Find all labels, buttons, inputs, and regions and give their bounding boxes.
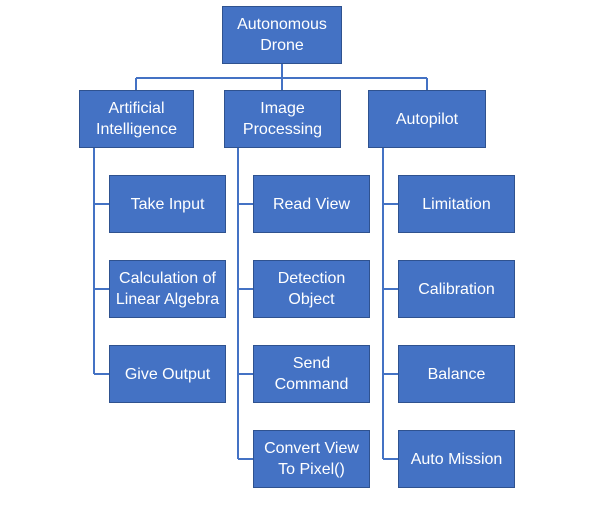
- branch-image-processing: Image Processing: [224, 90, 341, 148]
- node-take-input: Take Input: [109, 175, 226, 233]
- branch-autopilot: Autopilot: [368, 90, 486, 148]
- node-limitation: Limitation: [398, 175, 515, 233]
- node-convert-view-to-pixel: Convert View To Pixel(): [253, 430, 370, 488]
- node-give-output: Give Output: [109, 345, 226, 403]
- node-calculation-linear-algebra: Calculation of Linear Algebra: [109, 260, 226, 318]
- node-balance: Balance: [398, 345, 515, 403]
- node-read-view: Read View: [253, 175, 370, 233]
- root-node: Autonomous Drone: [222, 6, 342, 64]
- node-send-command: Send Command: [253, 345, 370, 403]
- node-auto-mission: Auto Mission: [398, 430, 515, 488]
- branch-artificial-intelligence: Artificial Intelligence: [79, 90, 194, 148]
- node-calibration: Calibration: [398, 260, 515, 318]
- node-detection-object: Detection Object: [253, 260, 370, 318]
